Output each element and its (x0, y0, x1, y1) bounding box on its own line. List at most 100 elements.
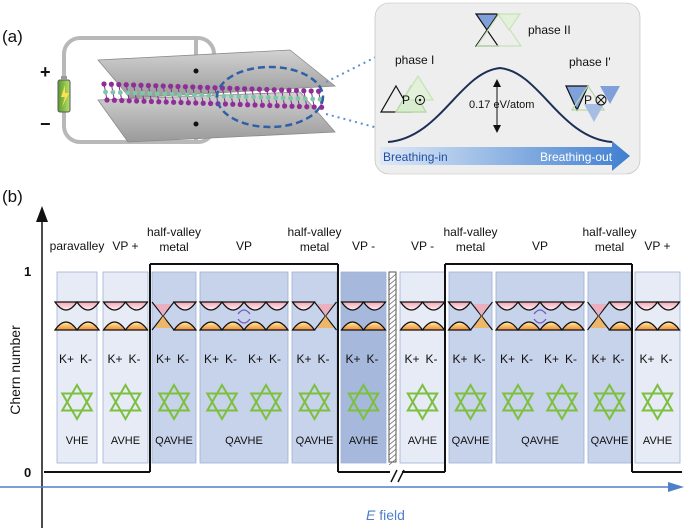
kagome-star-icon (454, 382, 487, 412)
kagome-star-icon (205, 382, 239, 412)
hatch-line (388, 328, 397, 336)
kagome-star-icon (593, 382, 626, 412)
valence-band (172, 321, 198, 331)
hatch-line (388, 333, 397, 341)
k-minus-label: K- (177, 352, 189, 366)
phase-bottom-label: AVHE (408, 435, 437, 447)
atom-dark (230, 101, 236, 107)
x-axis-label-e: E (366, 507, 376, 523)
atom-light (236, 94, 242, 99)
battery-bolt-icon (61, 85, 69, 107)
phase-top-label: half-valley (147, 225, 201, 239)
phase-top-label: VP (532, 239, 548, 253)
atom-light (184, 92, 190, 98)
atom-dark (234, 85, 240, 92)
atom-light (280, 95, 286, 101)
polarization-in-icon (595, 94, 607, 106)
breathing-arrow (380, 141, 630, 171)
phase-top-label: metal (595, 240, 624, 254)
atom-light (288, 95, 293, 101)
hatch-line (388, 273, 397, 281)
kagome-star-icon (157, 392, 191, 422)
atom-dark (156, 99, 162, 105)
kagome-star-icon (109, 392, 142, 422)
atom-dark (308, 88, 314, 94)
break-hatch-lines (388, 273, 397, 466)
atom-dark (193, 100, 199, 106)
k-minus-label: K- (269, 352, 281, 366)
polarization-in-cross (597, 96, 605, 104)
k-minus-label: K- (565, 352, 577, 366)
zoom-line-bottom (325, 113, 379, 129)
kagome-star-icon (501, 392, 535, 422)
phase-triangle-icon (565, 85, 589, 112)
atom-dark (227, 85, 233, 91)
swap-arrow-icon (237, 318, 251, 324)
atom-dark (168, 83, 174, 89)
atom-light (110, 89, 116, 95)
swap-arrow-icon (533, 309, 547, 315)
phase-boxes: K+K-VHEK+K-AVHEK+K-QAVHEK+K-K+K-QAVHEK+K… (53, 271, 681, 464)
conduction-band (560, 301, 586, 311)
axis-break-mark-1 (390, 469, 398, 483)
atom-dark (264, 86, 270, 93)
phase-top-label: half-valley (287, 225, 341, 239)
chern-step-line (44, 263, 682, 473)
atom-dark (119, 97, 125, 104)
conduction-band (362, 301, 387, 311)
atom-dark (185, 100, 191, 106)
phase-top-label: half-valley (443, 225, 497, 239)
hatch-line (388, 378, 397, 386)
atom-dark (293, 87, 299, 94)
hatch-line (388, 313, 397, 321)
k-minus-label: K- (474, 352, 486, 366)
atom-dark (279, 87, 285, 93)
k-minus-label: K- (613, 352, 625, 366)
atom-light (273, 95, 279, 101)
k-minus-label: K- (426, 352, 438, 366)
k-plus-label: K+ (297, 352, 312, 366)
hatch-line (388, 428, 397, 436)
hatch-line (388, 418, 397, 426)
dirac-upper-fill (317, 304, 334, 316)
phase-triangle-icon (474, 13, 500, 32)
hatch-line (388, 318, 397, 326)
atom-dark (296, 103, 302, 110)
valence-band (264, 321, 290, 331)
phase-box (399, 271, 446, 464)
atom-dark (101, 81, 107, 87)
kagome-star-icon (501, 382, 535, 412)
phase-bottom-label: AVHE (349, 435, 378, 447)
hatch-line (388, 453, 397, 461)
kagome-star-icon (641, 392, 674, 422)
k-minus-label: K- (318, 352, 330, 366)
polarization-label-2: P (584, 93, 592, 107)
kagome-star-icon (347, 382, 380, 412)
hatch-line (388, 458, 397, 466)
atom-dark (282, 103, 288, 109)
valence-band (362, 321, 387, 331)
atom-dark (190, 84, 196, 90)
barrier-arrow-up-icon (493, 79, 501, 87)
atom-light (251, 94, 256, 100)
phase-bottom-label: QAVHE (591, 435, 629, 447)
k-minus-label: K- (80, 352, 92, 366)
atom-dark (252, 102, 258, 108)
atom-dark (316, 88, 322, 94)
atom-dark (178, 99, 184, 106)
hatch-line (388, 393, 397, 401)
conduction-band (75, 301, 101, 311)
atom-dark (286, 87, 292, 93)
hatch-line (388, 433, 397, 441)
conduction-band (656, 301, 681, 311)
hatch-line (388, 388, 397, 396)
x-axis-label-rest: field (375, 507, 405, 523)
kagome-star-icon (454, 392, 487, 422)
atom-dark (304, 104, 310, 110)
kagome-star-icon (205, 392, 239, 422)
phase-bottom-label: VHE (66, 435, 89, 447)
dirac-lower-fill (317, 316, 334, 328)
atom-dark (116, 81, 122, 88)
atom-dark (145, 82, 151, 89)
